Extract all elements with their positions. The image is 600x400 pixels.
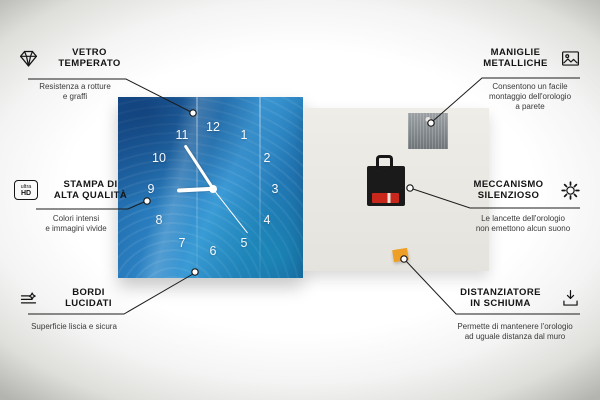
clock-number-10: 10 <box>152 151 166 165</box>
clock-number-2: 2 <box>263 151 271 165</box>
glass-panel-seam <box>258 97 261 278</box>
picture-frame-icon <box>558 46 582 70</box>
clock-number-11: 11 <box>175 128 189 142</box>
clock-back-view <box>303 108 489 271</box>
clock-mechanism <box>367 155 405 206</box>
clock-center-cap <box>209 185 217 193</box>
clock-number-1: 1 <box>240 128 248 142</box>
clock-number-12: 12 <box>206 120 220 134</box>
polished-edges-icon <box>16 286 40 310</box>
clock-front-view: 12 1 2 3 4 5 6 7 8 9 10 11 <box>118 97 303 278</box>
foam-spacer <box>392 247 409 263</box>
hanger-hole <box>425 117 431 122</box>
callout-description: Superficie liscia e sicura <box>31 322 117 331</box>
clock-number-3: 3 <box>271 182 279 196</box>
gear-icon <box>558 178 582 202</box>
metal-hanger-plate <box>408 113 448 149</box>
clock-number-7: 7 <box>178 236 186 250</box>
diamond-icon <box>16 46 40 70</box>
hanger-hook <box>376 155 393 169</box>
clock-number-9: 9 <box>147 182 155 196</box>
clock-number-6: 6 <box>209 244 217 258</box>
clock-number-4: 4 <box>263 213 271 227</box>
arrow-down-spacer-icon <box>558 286 582 310</box>
battery <box>372 193 399 203</box>
clock-number-8: 8 <box>155 213 163 227</box>
clock-number-5: 5 <box>240 236 248 250</box>
